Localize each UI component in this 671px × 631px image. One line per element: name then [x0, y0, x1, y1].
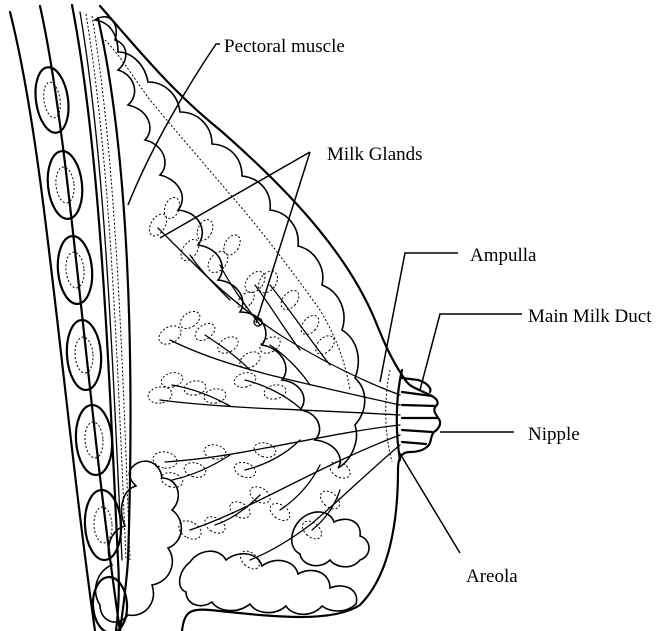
leader-ampulla: [380, 253, 458, 382]
fat-tissue-lower: [96, 461, 369, 622]
leader-lines: [128, 44, 522, 553]
breast-outline: [100, 6, 440, 631]
leader-main-milk-duct: [420, 314, 522, 390]
label-main-milk-duct: Main Milk Duct: [528, 306, 652, 327]
label-ampulla: Ampulla: [470, 245, 537, 266]
ribs: [32, 65, 129, 631]
pectoral-muscle: [72, 5, 130, 631]
fat-tissue-upper: [95, 17, 365, 468]
chest-wall-inner-line: [40, 6, 120, 631]
label-milk-glands: Milk Glands: [327, 144, 423, 165]
label-areola: Areola: [466, 566, 518, 587]
label-pectoral-muscle: Pectoral muscle: [224, 36, 345, 57]
nipple-areola: [386, 370, 438, 462]
leader-areola: [399, 452, 460, 553]
label-nipple: Nipple: [528, 424, 580, 445]
